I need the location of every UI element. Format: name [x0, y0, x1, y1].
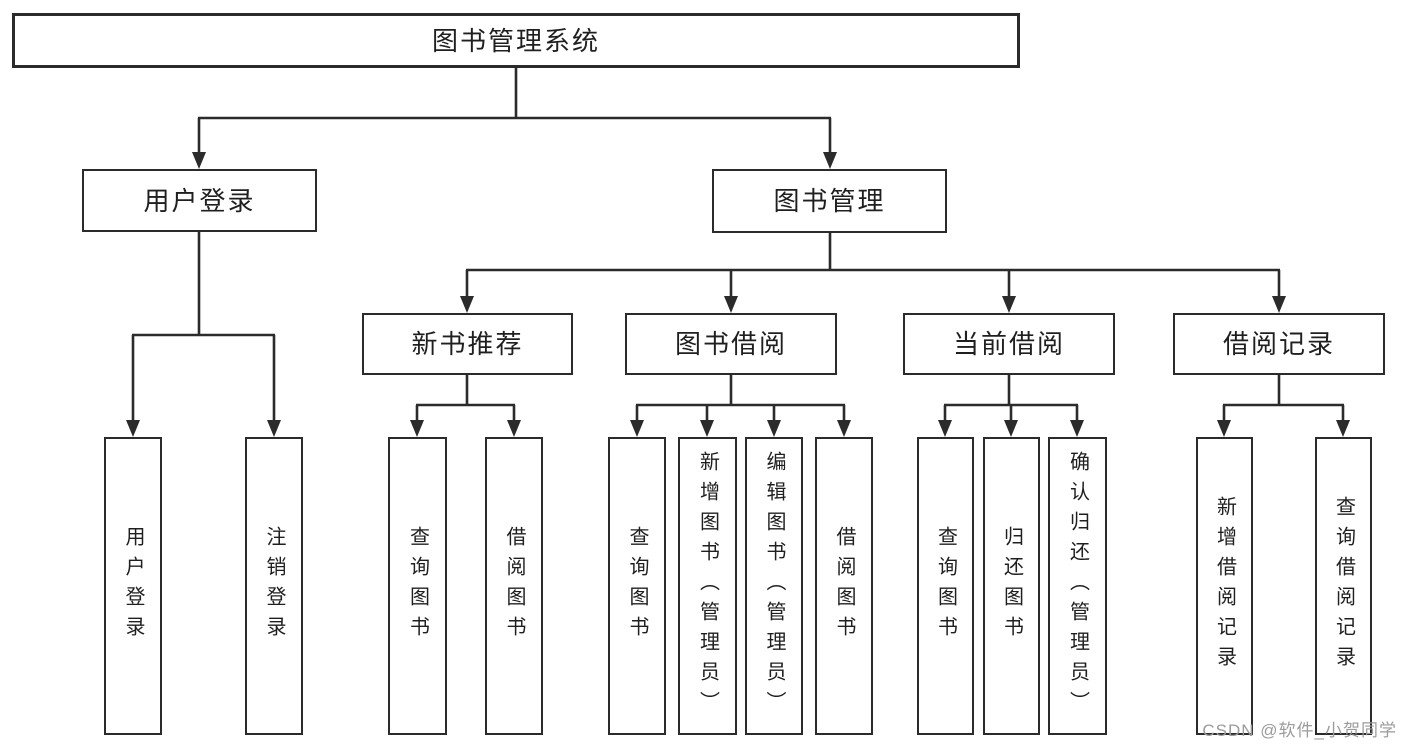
- node-root-library-system: 图书管理系统: [12, 13, 1020, 68]
- leaf-borrow-books-recommend: 借阅图书: [485, 437, 543, 735]
- node-book-borrow: 图书借阅: [625, 313, 837, 375]
- leaf-return-books: 归还图书: [983, 437, 1040, 735]
- node-borrow-records: 借阅记录: [1173, 313, 1385, 375]
- leaf-confirm-return-admin: 确认归还（管理员）: [1048, 437, 1107, 735]
- node-book-management: 图书管理: [712, 169, 947, 233]
- leaf-edit-books-admin: 编辑图书（管理员）: [745, 437, 803, 735]
- leaf-logout: 注销登录: [245, 437, 303, 735]
- leaf-add-borrow-record: 新增借阅记录: [1196, 437, 1253, 735]
- leaf-query-books-recommend: 查询图书: [388, 437, 447, 735]
- leaf-borrow-books: 借阅图书: [815, 437, 873, 735]
- leaf-user-login: 用户登录: [104, 437, 162, 735]
- leaf-query-books-borrow: 查询图书: [608, 437, 666, 735]
- leaf-add-books-admin: 新增图书（管理员）: [678, 437, 737, 735]
- node-new-book-recommend: 新书推荐: [362, 313, 573, 375]
- node-user-login: 用户登录: [82, 169, 317, 232]
- csdn-watermark: CSDN @软件_小贺同学: [1202, 721, 1397, 740]
- leaf-query-borrow-record: 查询借阅记录: [1315, 437, 1372, 735]
- node-current-borrow: 当前借阅: [903, 313, 1115, 375]
- leaf-query-books-current: 查询图书: [917, 437, 974, 735]
